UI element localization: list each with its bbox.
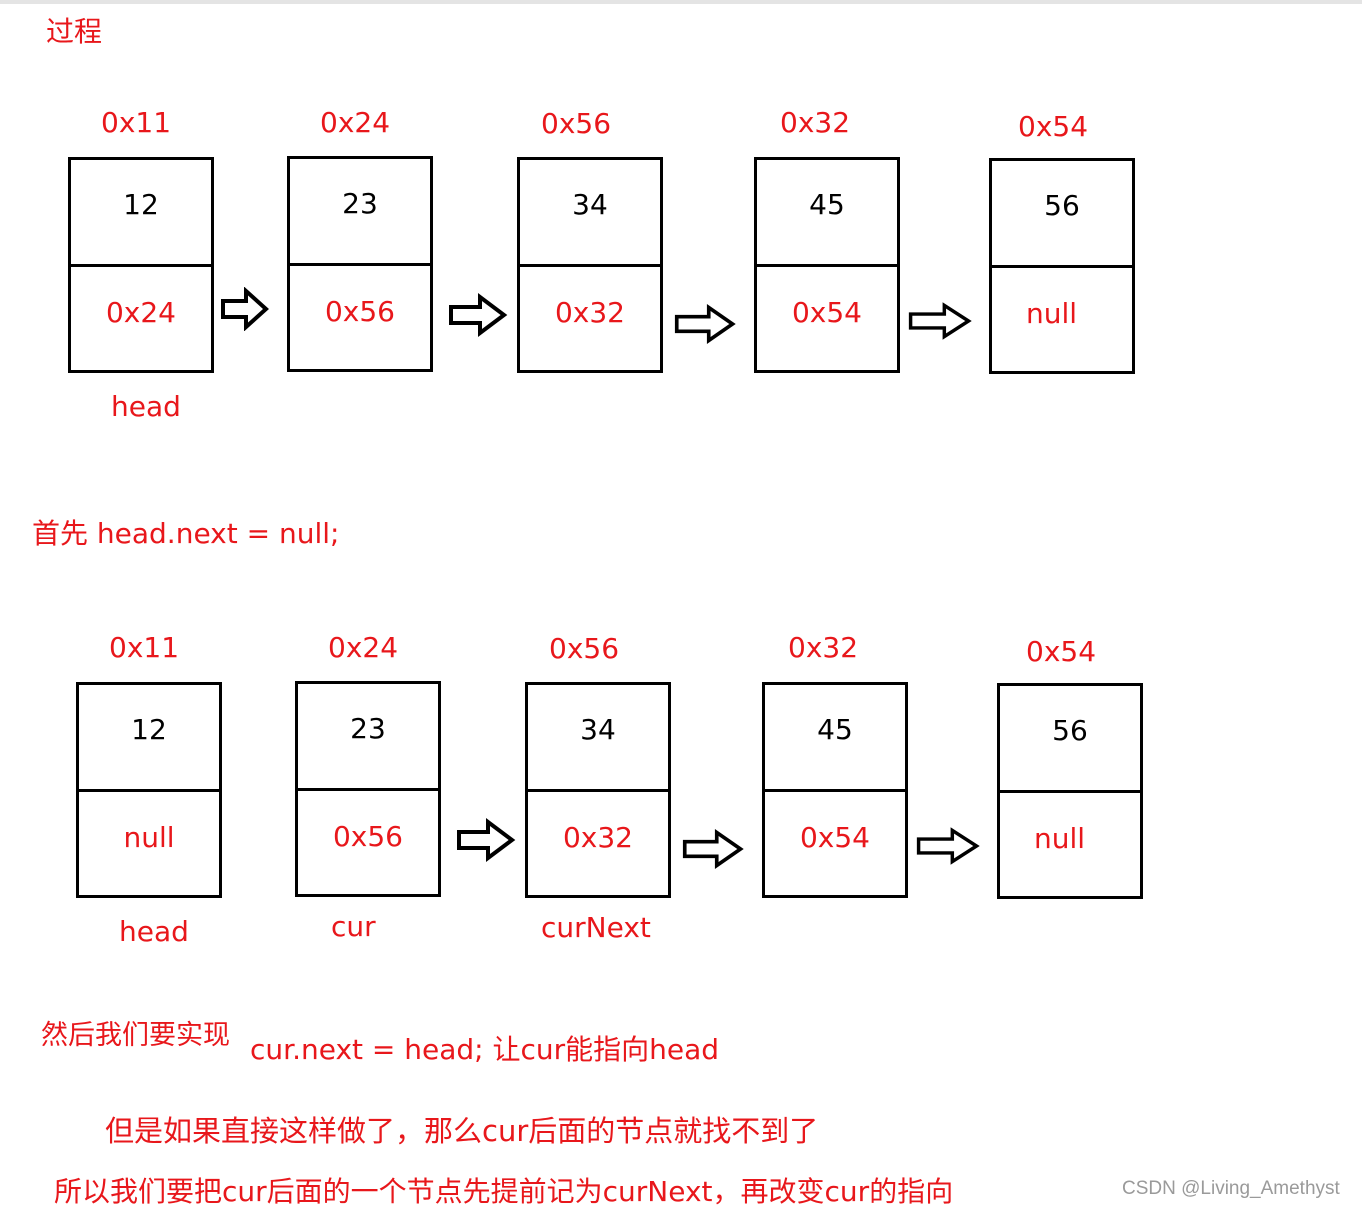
right-arrow-icon [908, 302, 972, 340]
right-arrow-icon [674, 304, 736, 344]
node-divider [997, 790, 1143, 793]
node-divider [517, 264, 663, 267]
node-value: 34 [572, 188, 608, 221]
right-arrow-icon [449, 293, 508, 337]
node-value: 34 [580, 713, 616, 746]
node-divider [76, 789, 222, 792]
node-address: 0x24 [320, 106, 391, 139]
list-node: 45 0x54 [754, 157, 900, 373]
node-divider [762, 789, 908, 792]
node-address: 0x54 [1026, 635, 1097, 668]
list-node: 34 0x32 [517, 157, 663, 373]
node-next-pointer: 0x56 [332, 820, 403, 853]
node-address: 0x11 [101, 106, 172, 139]
node-divider [287, 263, 433, 266]
list-node: 23 0x56 [295, 681, 441, 897]
top-border-line [0, 0, 1362, 4]
list-node: 56 null [997, 683, 1143, 899]
node-next-pointer: 0x32 [554, 296, 625, 329]
node-divider [754, 264, 900, 267]
node-next-pointer: 0x54 [791, 296, 862, 329]
node-label-cur: cur [331, 910, 376, 943]
watermark: CSDN @Living_Amethyst [1122, 1178, 1340, 1199]
node-value: 23 [342, 187, 378, 220]
list-node: 56 null [989, 158, 1135, 374]
node-address: 0x32 [788, 631, 859, 664]
node-label-curnext: curNext [541, 911, 651, 944]
node-address: 0x11 [109, 631, 180, 664]
node-address: 0x54 [1018, 110, 1089, 143]
node-label-head: head [111, 390, 181, 423]
right-arrow-icon [221, 287, 269, 331]
diagram-title: 过程 [46, 15, 103, 48]
right-arrow-icon [916, 827, 980, 865]
node-next-pointer: 0x56 [324, 295, 395, 328]
node-divider [525, 789, 671, 792]
node-next-pointer: null [123, 821, 175, 854]
list-node: 45 0x54 [762, 682, 908, 898]
list-node: 23 0x56 [287, 156, 433, 372]
node-next-pointer: null [1026, 297, 1078, 330]
node-value: 45 [817, 713, 853, 746]
step-2-code: cur.next = head; 让cur能指向head [250, 1033, 720, 1066]
node-next-pointer: 0x32 [562, 821, 633, 854]
node-address: 0x32 [780, 106, 851, 139]
step-4-text: 所以我们要把cur后面的一个节点先提前记为curNext，再改变cur的指向 [54, 1175, 954, 1208]
node-next-pointer: 0x24 [105, 296, 176, 329]
right-arrow-icon [457, 818, 516, 862]
node-value: 45 [809, 188, 845, 221]
node-value: 12 [123, 188, 159, 221]
node-address: 0x24 [328, 631, 399, 664]
node-label-head: head [119, 915, 189, 948]
step-1-text: 首先 head.next = null; [32, 517, 340, 550]
node-next-pointer: 0x54 [799, 821, 870, 854]
node-next-pointer: null [1034, 822, 1086, 855]
right-arrow-icon [682, 829, 744, 869]
list-node: 34 0x32 [525, 682, 671, 898]
step-3-text: 但是如果直接这样做了，那么cur后面的节点就找不到了 [105, 1114, 819, 1148]
node-divider [68, 264, 214, 267]
step-2-prefix: 然后我们要实现 [41, 1020, 230, 1051]
list-node: 12 null [76, 682, 222, 898]
node-value: 56 [1044, 189, 1080, 222]
node-value: 56 [1052, 714, 1088, 747]
node-divider [295, 788, 441, 791]
node-value: 12 [131, 713, 167, 746]
node-address: 0x56 [541, 107, 612, 140]
list-node: 12 0x24 [68, 157, 214, 373]
node-address: 0x56 [549, 632, 620, 665]
node-divider [989, 265, 1135, 268]
node-value: 23 [350, 712, 386, 745]
